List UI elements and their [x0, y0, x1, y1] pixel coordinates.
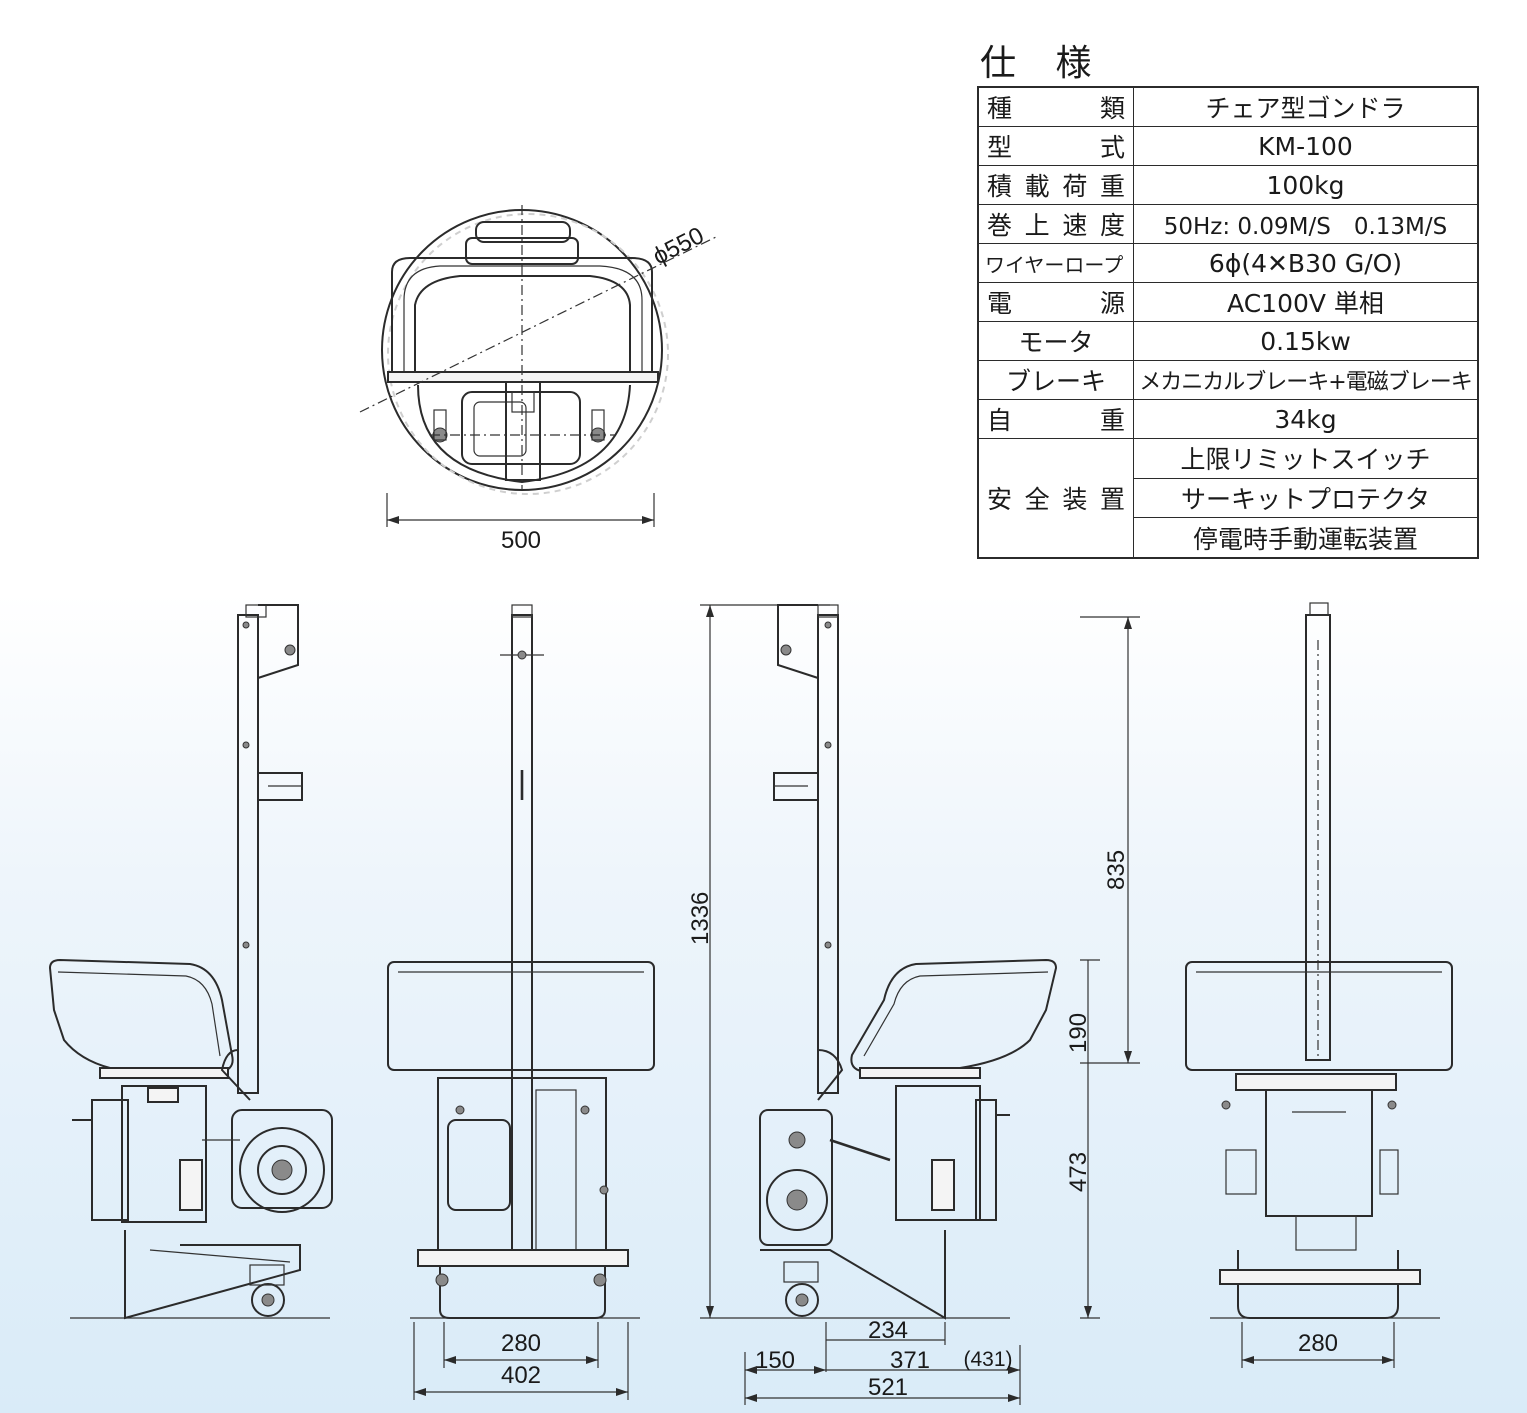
spec-value-safety: サーキットプロテクタ — [1133, 477, 1479, 519]
spec-label: 電 源 — [977, 282, 1134, 322]
right-side-view: 1336 234 — [687, 604, 1058, 1405]
spec-value-safety: 上限リミットスイッチ — [1133, 438, 1479, 479]
dim-side-234: 234 — [868, 1317, 908, 1344]
dim-front-outer: 402 — [501, 1362, 541, 1389]
dim-top-width: 500 — [501, 527, 541, 554]
dim-side-431: (431) — [963, 1348, 1012, 1371]
dim-side-521: 521 — [868, 1374, 908, 1401]
spec-label: 巻上速度 — [977, 204, 1134, 244]
dim-rear-835: 835 — [1103, 850, 1130, 890]
spec-value: KM-100 — [1133, 126, 1479, 166]
dim-rear-473: 473 — [1065, 1152, 1092, 1192]
dim-rear-190: 190 — [1065, 1013, 1092, 1053]
spec-row-safety: 停電時手動運転装置 — [978, 517, 1479, 559]
spec-label: 型 式 — [977, 126, 1134, 166]
spec-label: ブレーキ — [977, 360, 1134, 400]
spec-label: 自 重 — [977, 399, 1134, 439]
spec-value: 0.15kw — [1133, 321, 1479, 361]
spec-value: 100kg — [1133, 165, 1479, 205]
spec-row-load: 積載荷重 100kg — [977, 165, 1479, 205]
spec-row-speed: 巻上速度 50Hz: 0.09M/S 0.13M/S — [977, 204, 1479, 244]
top-view: 500 ϕ550 — [359, 205, 719, 554]
spec-label-safety: 安全装置 — [977, 438, 1134, 559]
spec-row-safety: サーキットプロテクタ — [978, 477, 1479, 519]
dim-top-diameter: ϕ550 — [648, 222, 708, 270]
spec-label: 積載荷重 — [977, 165, 1134, 205]
spec-title: 仕 様 — [980, 43, 1106, 84]
left-side-view — [48, 604, 333, 1320]
spec-value: 50Hz: 0.09M/S 0.13M/S — [1133, 204, 1479, 244]
spec-label: 種 類 — [977, 86, 1134, 127]
spec-row-motor: モータ 0.15kw — [977, 321, 1479, 361]
spec-value: チェア型ゴンドラ — [1133, 86, 1479, 127]
spec-row-type: 種 類 チェア型ゴンドラ — [977, 86, 1479, 127]
spec-row-model: 型 式 KM-100 — [977, 126, 1479, 166]
spec-value: 6ϕ(4✕B30 G/O) — [1133, 243, 1479, 283]
dim-front-inner: 280 — [501, 1330, 541, 1357]
spec-value: メカニカルブレーキ+電磁ブレーキ — [1133, 360, 1479, 400]
dim-side-371: 371 — [890, 1347, 930, 1374]
spec-value: AC100V 単相 — [1133, 282, 1479, 322]
dim-rear-280: 280 — [1298, 1330, 1338, 1357]
spec-label: モータ — [977, 321, 1134, 361]
spec-value: 34kg — [1133, 399, 1479, 439]
spec-value-safety: 停電時手動運転装置 — [1133, 517, 1479, 559]
dim-side-150: 150 — [755, 1347, 795, 1374]
rear-view: 835 190 473 280 — [1065, 602, 1453, 1368]
spec-row-brake: ブレーキ メカニカルブレーキ+電磁ブレーキ — [977, 360, 1479, 400]
spec-row-safety: 安全装置 上限リミットスイッチ — [977, 438, 1479, 559]
spec-row-wire: ワイヤーロープ 6ϕ(4✕B30 G/O) — [977, 243, 1479, 283]
spec-label: ワイヤーロープ — [977, 243, 1134, 283]
spec-table: 種 類 チェア型ゴンドラ 型 式 KM-100 積載荷重 100kg 巻上速度 … — [977, 86, 1479, 559]
front-view: 280 402 — [387, 604, 655, 1400]
dim-height-total: 1336 — [687, 892, 714, 945]
spec-row-power: 電 源 AC100V 単相 — [977, 282, 1479, 322]
spec-row-weight: 自 重 34kg — [977, 399, 1479, 439]
